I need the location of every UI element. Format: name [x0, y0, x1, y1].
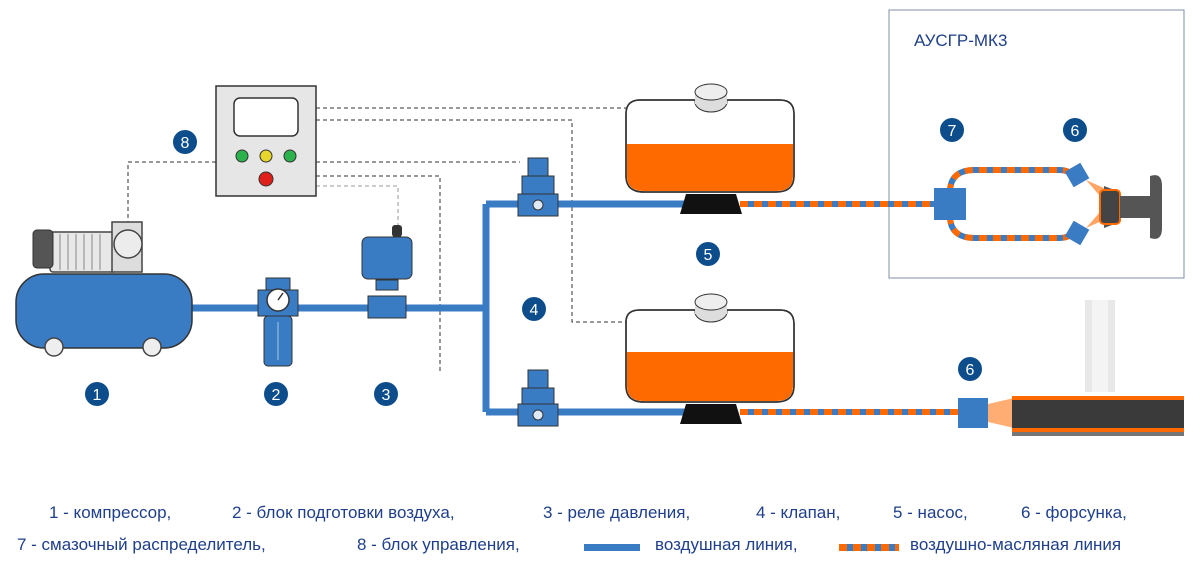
lubricated-rail [1012, 300, 1184, 436]
legend-item-valve: 4 - клапан, [756, 503, 841, 522]
lubrication-distributor [934, 188, 966, 220]
legend-swatch-air-line [584, 544, 640, 551]
wire-8-to-compressor [127, 161, 216, 222]
control-unit [215, 85, 317, 197]
svg-text:6: 6 [1071, 123, 1080, 140]
legend-item-pressure-relay: 3 - реле давления, [543, 503, 691, 522]
svg-text:7: 7 [948, 123, 957, 140]
legend-item-compressor: 1 - компрессор, [49, 503, 172, 522]
indicator-green-left [235, 149, 249, 163]
air-preparation-unit [257, 277, 299, 367]
valve-bottom [517, 369, 559, 427]
wire-8-to-pump-bottom [316, 119, 626, 323]
legend-item-control-unit: 8 - блок управления, [357, 535, 520, 554]
air-oil-lines [740, 167, 1077, 415]
svg-text:4: 4 [530, 302, 539, 319]
svg-text:8: 8 [181, 135, 190, 152]
svg-text:2: 2 [272, 387, 281, 404]
marker-5: 5 [696, 242, 720, 266]
marker-1: 1 [85, 382, 109, 406]
legend-item-air-line: воздушная линия, [655, 535, 798, 554]
marker-8: 8 [173, 130, 197, 154]
legend-item-distributor: 7 - смазочный распределитель, [17, 535, 266, 554]
svg-text:5: 5 [704, 247, 713, 264]
pump-bottom [625, 293, 795, 424]
compressor-wheel-right [142, 337, 162, 357]
legend-item-air-prep: 2 - блок подготовки воздуха, [232, 503, 455, 522]
nozzle-bottom [958, 398, 1014, 428]
indicator-yellow [259, 149, 273, 163]
legend-swatch-air-oil-line [839, 544, 899, 551]
marker-6-top: 6 [1063, 118, 1087, 142]
compressor-motor-cap [32, 229, 54, 269]
wire-8-to-relay [316, 185, 399, 228]
compressor [15, 221, 193, 357]
marker-4: 4 [522, 297, 546, 321]
control-unit-screen [233, 97, 299, 137]
legend-item-nozzle: 6 - форсунка, [1021, 503, 1127, 522]
svg-text:1: 1 [93, 387, 102, 404]
ausgr-boundary [888, 9, 1185, 279]
stop-button-icon [258, 171, 274, 187]
system-label: АУСГР-МК3 [914, 31, 1007, 50]
legend-item-air-oil-line: воздушно-масляная линия [910, 535, 1122, 554]
compressor-tank [15, 273, 193, 349]
svg-text:3: 3 [382, 387, 391, 404]
indicator-green-right [283, 149, 297, 163]
compressor-wheel-left [44, 337, 64, 357]
marker-6-bottom: 6 [958, 357, 982, 381]
pressure-relay [361, 225, 413, 319]
lubricated-gear [1099, 175, 1162, 239]
markers: 1 2 3 4 5 6 6 7 8 [85, 118, 1087, 406]
marker-2: 2 [264, 382, 288, 406]
pump-top [625, 83, 795, 214]
marker-3: 3 [374, 382, 398, 406]
legend-item-pump: 5 - насос, [893, 503, 968, 522]
valve-top [517, 157, 559, 217]
svg-text:6: 6 [966, 362, 975, 379]
marker-7: 7 [940, 118, 964, 142]
compressor-head [113, 229, 143, 259]
